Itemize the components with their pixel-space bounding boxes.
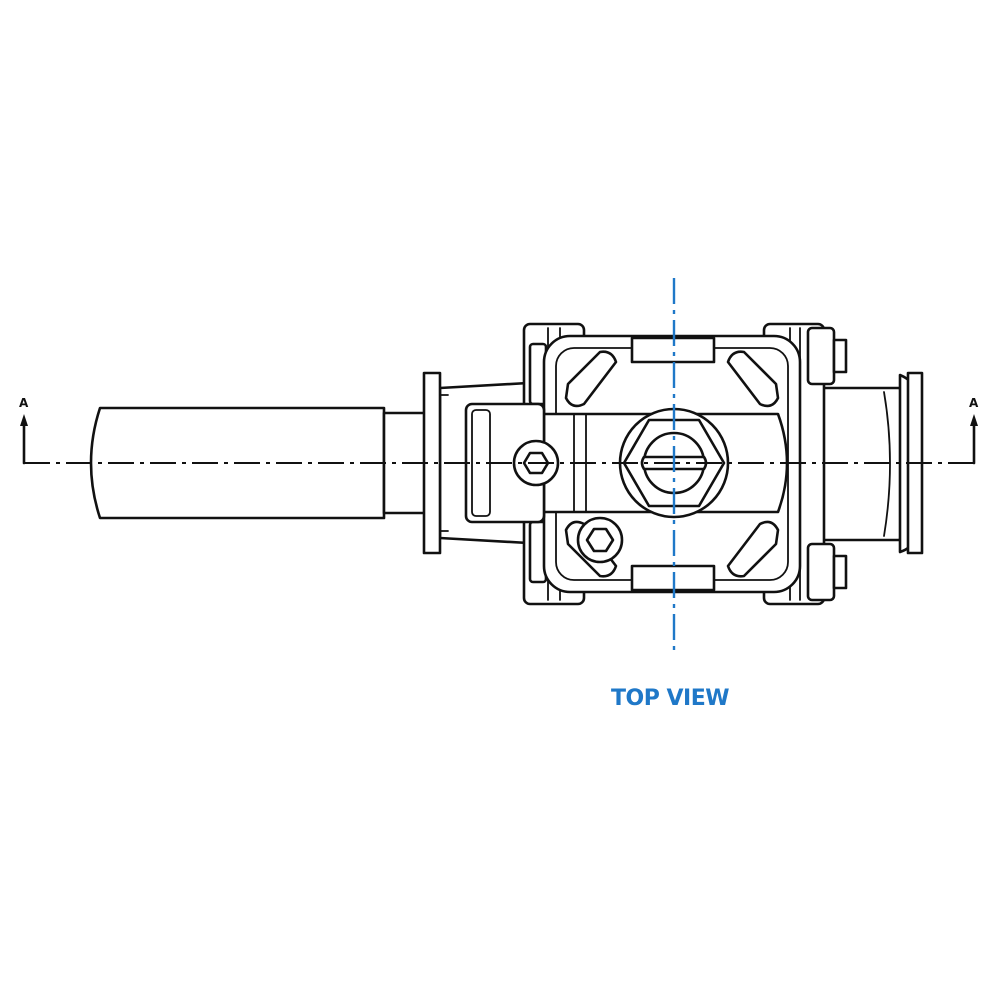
section-marker-right [970,414,978,465]
section-marker-left [20,414,28,465]
body-bolt-head [576,516,624,564]
view-title: TOP VIEW [611,686,730,711]
section-label-right: A [969,396,979,410]
section-label-left: A [19,396,29,410]
